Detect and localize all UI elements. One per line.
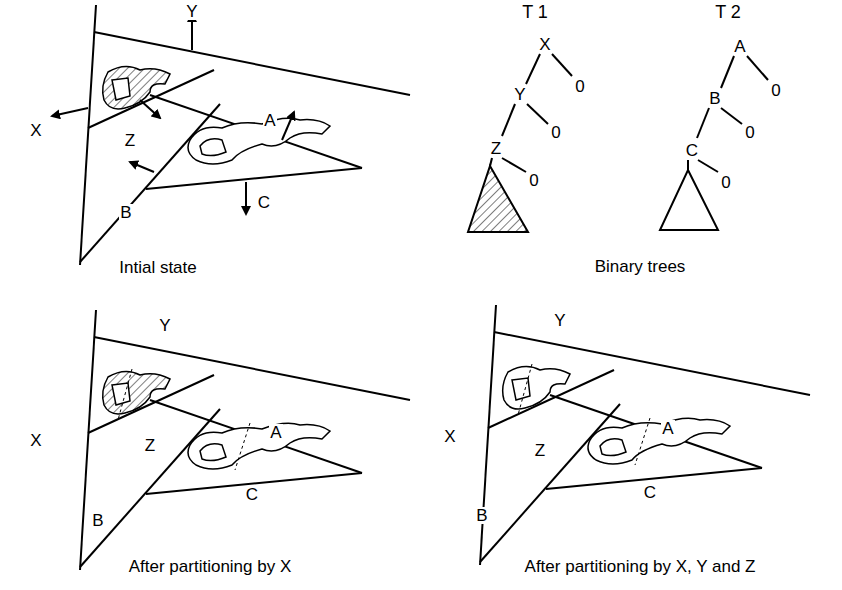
- partition-label: Z: [124, 132, 136, 149]
- tree-title: T 2: [715, 3, 741, 21]
- panel-caption: Binary trees: [595, 258, 686, 275]
- partition-label: X: [29, 122, 42, 139]
- empty-leaf: 0: [744, 124, 755, 141]
- partition-label: Y: [158, 317, 171, 334]
- tree-node: Z: [490, 140, 502, 157]
- tree-node: A: [733, 38, 746, 55]
- partition-label: A: [263, 112, 276, 129]
- partition-label: Y: [553, 312, 566, 329]
- partition-label: Z: [534, 442, 546, 459]
- empty-leaf: 0: [574, 78, 585, 95]
- empty-leaf: 0: [720, 174, 731, 191]
- empty-leaf: 0: [550, 124, 561, 141]
- partition-label: Y: [185, 3, 198, 20]
- partition-label: C: [643, 484, 657, 501]
- tree-title: T 1: [522, 3, 548, 21]
- partition-label: C: [245, 486, 259, 503]
- panel-caption: After partitioning by X, Y and Z: [525, 558, 756, 575]
- tree-node: Y: [513, 86, 526, 103]
- empty-leaf: 0: [770, 82, 781, 99]
- partition-label: B: [475, 507, 488, 524]
- tree-node: C: [685, 142, 699, 159]
- partition-label: Z: [144, 437, 156, 454]
- panel-caption: After partitioning by X: [129, 558, 292, 575]
- partition-label: X: [443, 428, 456, 445]
- partition-label: B: [119, 204, 132, 221]
- empty-leaf: 0: [528, 172, 539, 189]
- partition-label: B: [91, 512, 104, 529]
- partition-label: A: [269, 424, 282, 441]
- partition-label: C: [257, 194, 271, 211]
- partition-label: A: [661, 420, 674, 437]
- tree-node: X: [538, 36, 551, 53]
- tree-node: B: [708, 90, 721, 107]
- panel-caption: Intial state: [119, 259, 197, 276]
- partition-label: X: [29, 432, 42, 449]
